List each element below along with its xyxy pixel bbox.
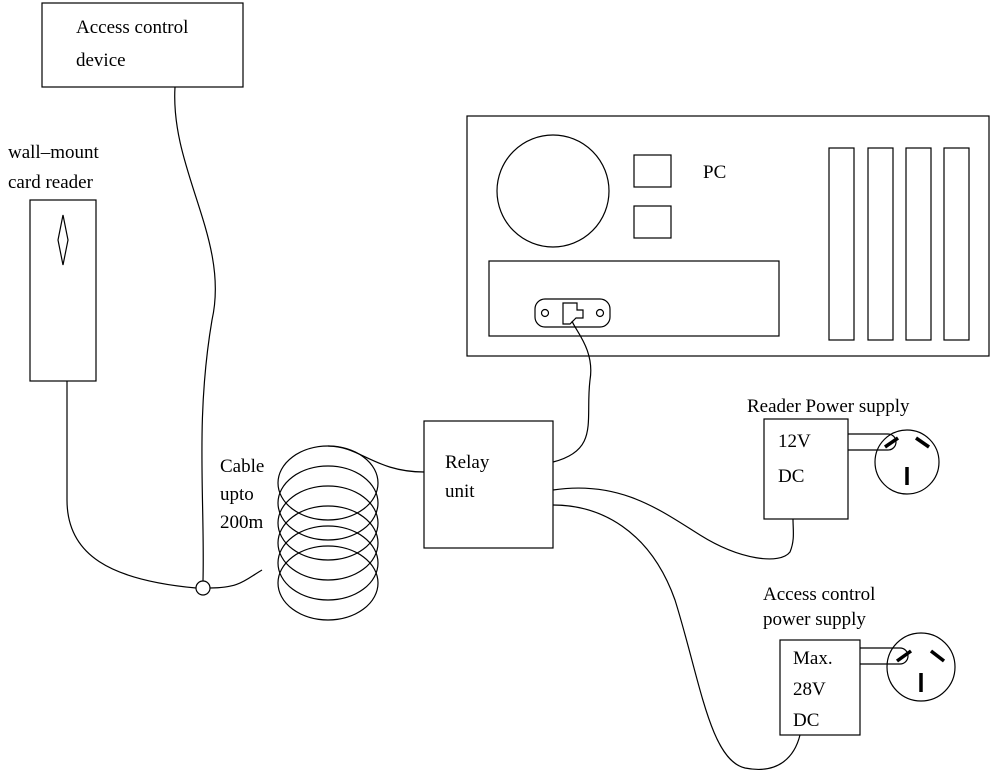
junction-to-coil-cable bbox=[209, 569, 263, 589]
relay-unit: Relay unit bbox=[423, 420, 554, 549]
pc-expansion-slot-2 bbox=[867, 147, 894, 341]
access-control-device-box bbox=[41, 2, 244, 88]
card-reader-label-line2: card reader bbox=[8, 172, 94, 193]
relay-unit-box bbox=[423, 420, 554, 549]
access-power-supply-title-line2: power supply bbox=[763, 609, 866, 630]
serial-port-icon bbox=[534, 298, 611, 328]
pc-io-panel bbox=[488, 260, 780, 337]
card-reader-label-line1: wall–mount bbox=[8, 142, 99, 163]
cable-junction bbox=[195, 580, 211, 596]
access-power-supply-title-line1: Access control bbox=[763, 584, 875, 605]
pc-fan-icon bbox=[496, 134, 610, 248]
access-power-supply-line2: 28V bbox=[793, 679, 826, 700]
access-power-supply: Access control power supply Max. 28V DC bbox=[763, 584, 956, 736]
reader-cable bbox=[66, 381, 197, 589]
relay-unit-label-line1: Relay bbox=[445, 452, 490, 473]
pc-expansion-slot-3 bbox=[905, 147, 932, 341]
access-power-supply-box bbox=[779, 639, 861, 736]
device-cable bbox=[174, 86, 216, 582]
relay-to-pc-cable bbox=[552, 320, 592, 463]
reader-power-supply-line1: 12V bbox=[778, 431, 811, 452]
pc-expansion-slot-4 bbox=[943, 147, 970, 341]
pc-expansion-slot-1 bbox=[828, 147, 855, 341]
card-slot-icon bbox=[57, 214, 69, 266]
cable-label-line2: upto bbox=[220, 484, 254, 505]
reader-power-supply: Reader Power supply 12V DC bbox=[747, 396, 940, 520]
relay-to-access-power-cable bbox=[552, 504, 801, 770]
cable-coil bbox=[277, 445, 379, 621]
relay-unit-label-line2: unit bbox=[445, 481, 475, 502]
pc-drive-bay-2 bbox=[633, 205, 672, 239]
pc: PC bbox=[466, 115, 990, 357]
card-reader: wall–mount card reader bbox=[8, 142, 99, 382]
access-power-supply-line3: DC bbox=[793, 710, 819, 731]
coil-to-relay-cable bbox=[327, 445, 425, 473]
serial-port-screw-right bbox=[595, 308, 605, 318]
access-control-device-label-line1: Access control bbox=[76, 17, 188, 38]
serial-port-screw-left bbox=[540, 308, 550, 318]
card-reader-body bbox=[29, 199, 97, 382]
reader-power-supply-title: Reader Power supply bbox=[747, 396, 910, 417]
pc-label: PC bbox=[703, 162, 726, 183]
cable-label-line1: Cable bbox=[220, 456, 264, 477]
reader-power-supply-line2: DC bbox=[778, 466, 804, 487]
access-power-outlet-icon bbox=[886, 632, 956, 702]
access-power-supply-line1: Max. bbox=[793, 648, 833, 669]
cable-label-line3: 200m bbox=[220, 512, 264, 533]
pc-drive-bay-1 bbox=[633, 154, 672, 188]
serial-connector-plug-icon bbox=[562, 302, 584, 325]
access-control-device-label-line2: device bbox=[76, 50, 126, 71]
reader-power-outlet-icon bbox=[874, 429, 940, 495]
reader-power-supply-box bbox=[763, 418, 849, 520]
access-control-device: Access control device bbox=[41, 2, 244, 88]
relay-to-reader-power-cable bbox=[552, 487, 794, 560]
pc-case bbox=[466, 115, 990, 357]
